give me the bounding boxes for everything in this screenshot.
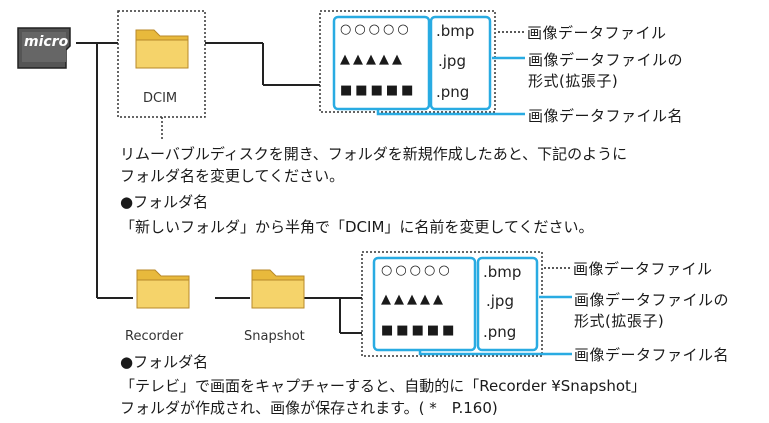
folder-icon bbox=[250, 262, 306, 314]
capture-note-line-2: フォルダが作成され、画像が保存されます。( * P.160) bbox=[120, 399, 498, 417]
pattern-squares: ■■■■■ bbox=[340, 83, 417, 98]
sd-card-label: micro bbox=[24, 34, 69, 50]
folder-name-heading: ●フォルダ名 bbox=[120, 193, 209, 211]
pattern-circles: ○○○○○ bbox=[381, 263, 453, 278]
instruction-line-1: リムーバブルディスクを開き、フォルダを新規作成したあと、下記のように bbox=[120, 145, 628, 163]
ext-png: .png bbox=[483, 323, 517, 341]
callout-name: 画像データファイル名 bbox=[528, 107, 684, 125]
ext-jpg: .jpg bbox=[438, 52, 466, 70]
callout-file: 画像データファイル bbox=[527, 24, 667, 42]
folder-name-dcim: DCIM bbox=[143, 91, 178, 106]
callout-format-line2: 形式(拡張子) bbox=[528, 72, 619, 90]
pattern-circles: ○○○○○ bbox=[340, 22, 412, 37]
ext-bmp: .bmp bbox=[436, 22, 475, 40]
callout-name: 画像データファイル名 bbox=[574, 346, 730, 364]
callout-file: 画像データファイル bbox=[573, 260, 713, 278]
microsd-card-icon: micro bbox=[14, 26, 74, 70]
callout-format-line2: 形式(拡張子) bbox=[574, 312, 665, 330]
ext-jpg: .jpg bbox=[486, 292, 514, 310]
folder-icon bbox=[134, 22, 190, 74]
pattern-squares: ■■■■■ bbox=[381, 323, 458, 338]
pattern-triangles: ▲▲▲▲▲ bbox=[340, 52, 405, 67]
callout-format-line1: 画像データファイルの bbox=[528, 51, 684, 69]
folder-name-snapshot: Snapshot bbox=[244, 329, 305, 344]
folder-name-heading: ●フォルダ名 bbox=[120, 353, 209, 371]
dcim-rename-note: 「新しいフォルダ」から半角で「DCIM」に名前を変更してください。 bbox=[120, 218, 594, 236]
capture-note-line-1: 「テレビ」で画面をキャプチャーすると、自動的に「Recorder ¥Snapsh… bbox=[120, 377, 646, 395]
folder-name-recorder: Recorder bbox=[125, 329, 184, 344]
instruction-line-2: フォルダ名を変更してください。 bbox=[120, 167, 345, 185]
pattern-triangles: ▲▲▲▲▲ bbox=[381, 292, 446, 307]
folder-icon bbox=[135, 262, 191, 314]
callout-format-line1: 画像データファイルの bbox=[574, 291, 730, 309]
ext-png: .png bbox=[436, 83, 470, 101]
ext-bmp: .bmp bbox=[483, 263, 522, 281]
